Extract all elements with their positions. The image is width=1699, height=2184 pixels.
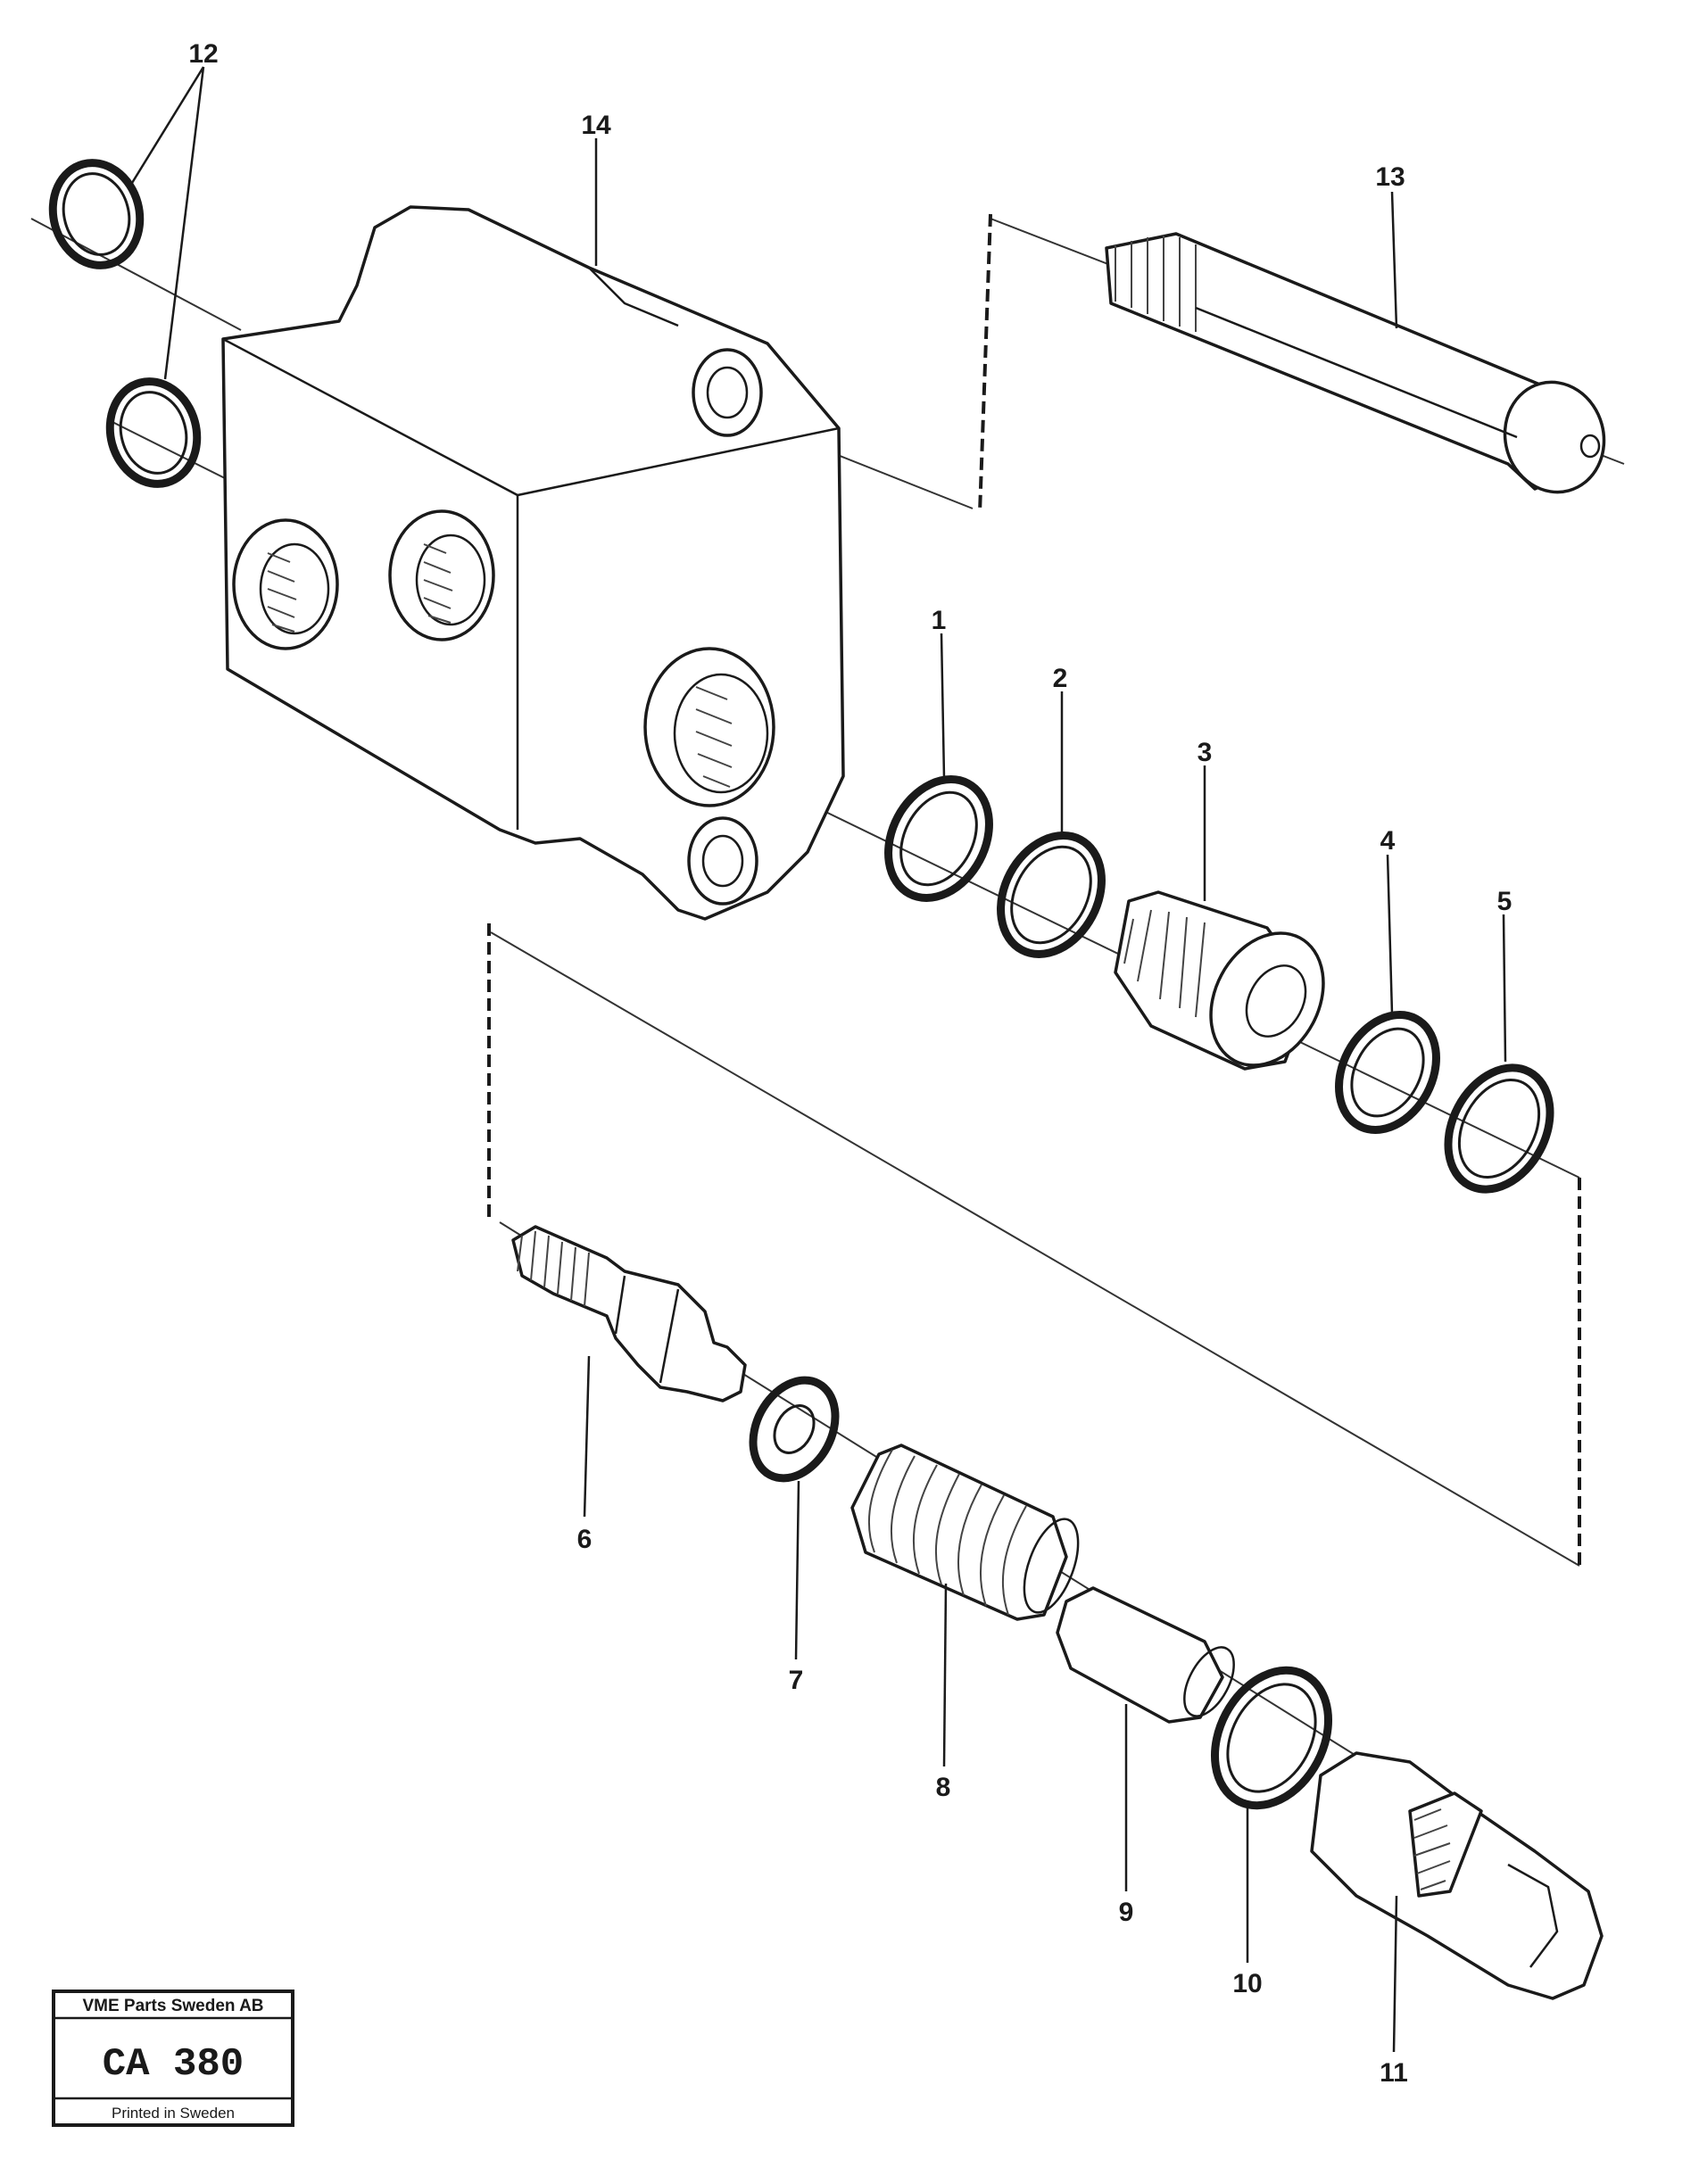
catalogue-stamp: VME Parts Sweden AB CA 380 Printed in Sw… [52,1990,294,2127]
seal-rings-part-12 [48,159,202,488]
bolt-part-13 [1105,232,1606,494]
callout-14: 14 [581,111,611,140]
callout-5: 5 [1497,887,1513,916]
o-ring-part-1 [884,775,993,902]
callout-9: 9 [1119,1898,1134,1927]
backup-ring-part-5 [1444,1063,1554,1194]
callout-7: 7 [789,1666,804,1695]
valve-housing-part-14 [221,205,845,921]
spring-part-8 [850,1444,1080,1621]
callout-10: 10 [1232,1969,1262,1998]
backup-ring-part-2 [997,831,1106,958]
stamp-header: VME Parts Sweden AB [82,1997,263,2015]
callout-8: 8 [936,1773,951,1802]
stamp-footer: Printed in Sweden [112,2105,235,2122]
o-ring-part-4 [1335,1011,1440,1134]
washer-part-7 [749,1376,840,1483]
callout-6: 6 [577,1525,593,1554]
callout-11: 11 [1380,2058,1408,2088]
spool-part-6 [511,1225,747,1402]
callout-13: 13 [1375,162,1405,192]
assembly-guides [487,213,1581,1566]
stamp-code: CA 380 [103,2042,244,2087]
sleeve-part-3 [1114,890,1325,1071]
plug-part-11 [1310,1751,1604,2000]
plunger-part-9 [1056,1586,1235,1724]
leader-lines [130,66,1507,2053]
callout-12: 12 [188,39,218,69]
callout-3: 3 [1198,738,1213,767]
callout-4: 4 [1380,826,1396,856]
callout-1: 1 [932,606,947,635]
o-ring-part-10 [1210,1666,1333,1810]
callout-2: 2 [1053,664,1068,693]
callout-labels: 1 2 3 4 5 6 7 8 9 10 11 12 13 14 [188,39,1512,2088]
